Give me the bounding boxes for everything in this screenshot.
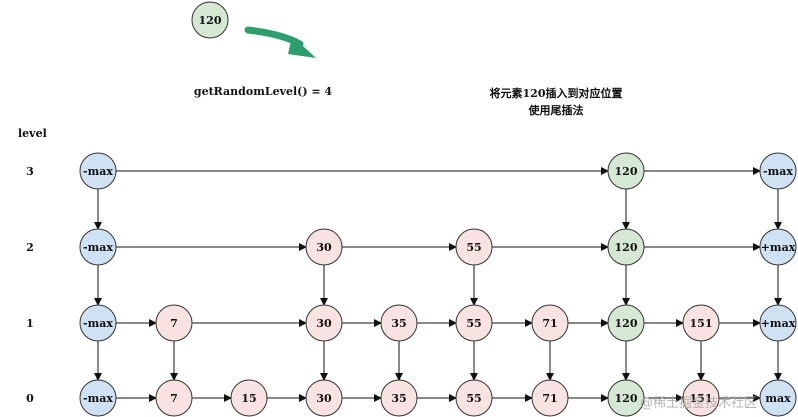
list-node: -max	[79, 228, 117, 266]
node-circle	[759, 228, 797, 266]
node-circle	[79, 152, 117, 190]
node-circle	[305, 379, 343, 417]
watermark: @稀土掘金技术社区	[640, 396, 758, 411]
list-node: -max	[79, 379, 117, 417]
node-label: 15	[241, 392, 256, 405]
node-label: 35	[391, 392, 406, 405]
node-label: -max	[83, 392, 113, 405]
list-node: +max	[759, 228, 797, 266]
edges	[94, 167, 782, 402]
node-circle	[79, 379, 117, 417]
list-node: +max	[759, 304, 797, 342]
nodes: -max 120 -max -max 30 55 120 +max -max 7 30 35 55 71 1…	[79, 152, 797, 417]
list-node: 30	[305, 228, 343, 266]
list-node: 30	[305, 304, 343, 342]
node-circle	[607, 379, 645, 417]
node-label: 120	[615, 392, 638, 405]
node-label: 55	[466, 317, 481, 330]
insert-arrow-icon	[244, 26, 316, 58]
node-circle	[380, 304, 418, 342]
node-circle	[759, 152, 797, 190]
node-circle	[79, 304, 117, 342]
node-label: 7	[170, 392, 178, 405]
list-node: 35	[380, 304, 418, 342]
node-label: 35	[391, 317, 406, 330]
node-label: -max	[83, 165, 113, 178]
list-node: 71	[531, 379, 569, 417]
node-circle	[682, 379, 720, 417]
node-label: 120	[615, 165, 638, 178]
list-node: 71	[531, 304, 569, 342]
node-circle	[607, 152, 645, 190]
node-circle	[607, 304, 645, 342]
node-label: 55	[466, 392, 481, 405]
insert-caption-line2: 使用尾插法	[528, 104, 584, 117]
list-node: 55	[455, 379, 493, 417]
node-circle	[455, 228, 493, 266]
list-node: 7	[155, 304, 193, 342]
node-circle	[79, 228, 117, 266]
node-label: 55	[466, 241, 481, 254]
node-circle	[455, 379, 493, 417]
list-node: 151	[682, 379, 720, 417]
list-node: 35	[380, 379, 418, 417]
list-node: 7	[155, 379, 193, 417]
node-label: 151	[690, 317, 713, 330]
list-node: 30	[305, 379, 343, 417]
random-level-caption: getRandomLevel() = 4	[193, 85, 333, 98]
insert-caption-line1: 将元素120插入到对应位置	[489, 87, 623, 100]
node-label: max	[765, 392, 791, 405]
node-circle	[155, 304, 193, 342]
list-node: 15	[230, 379, 268, 417]
node-label: -max	[83, 317, 113, 330]
list-node: 151	[682, 304, 720, 342]
list-node: 120	[607, 228, 645, 266]
list-node: 120	[607, 304, 645, 342]
node-circle	[455, 304, 493, 342]
list-node: -max	[79, 152, 117, 190]
node-circle	[230, 379, 268, 417]
node-circle	[607, 228, 645, 266]
node-label: 71	[542, 392, 557, 405]
node-label: 120	[615, 317, 638, 330]
list-node: 55	[455, 304, 493, 342]
node-circle	[155, 379, 193, 417]
level-label-0: 0	[26, 392, 34, 405]
level-label-2: 2	[26, 241, 34, 254]
node-label: 30	[316, 392, 332, 405]
level-label-1: 1	[26, 317, 34, 330]
list-node: 55	[455, 228, 493, 266]
node-circle	[759, 379, 797, 417]
list-node: 120	[607, 379, 645, 417]
node-label: 120	[615, 241, 638, 254]
level-header: level	[18, 127, 47, 140]
list-node: 120	[607, 152, 645, 190]
node-label: 151	[690, 392, 713, 405]
node-label: -max	[763, 165, 793, 178]
node-label: +max	[761, 241, 796, 254]
node-circle	[380, 379, 418, 417]
node-circle	[759, 304, 797, 342]
list-node: -max	[79, 304, 117, 342]
new-element-node: 120	[191, 1, 229, 39]
node-circle	[305, 228, 343, 266]
new-element-label: 120	[199, 14, 222, 27]
node-label: -max	[83, 241, 113, 254]
node-label: 30	[316, 317, 332, 330]
node-label: 7	[170, 317, 178, 330]
node-label: 71	[542, 317, 557, 330]
node-circle	[682, 304, 720, 342]
node-label: +max	[761, 317, 796, 330]
list-node: max	[759, 379, 797, 417]
node-label: 30	[316, 241, 332, 254]
node-circle	[305, 304, 343, 342]
node-circle	[531, 379, 569, 417]
level-label-3: 3	[26, 165, 34, 178]
list-node: -max	[759, 152, 797, 190]
node-circle	[531, 304, 569, 342]
